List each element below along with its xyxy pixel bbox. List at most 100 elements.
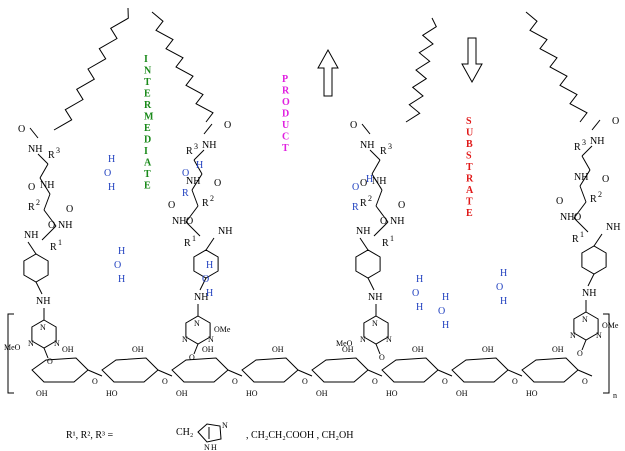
- water-h: H: [206, 260, 213, 271]
- water-h: H: [416, 274, 423, 285]
- alcohol-r: R: [182, 188, 189, 199]
- atom-label: N: [596, 331, 602, 340]
- alcohol-molecule: OHR: [182, 160, 203, 199]
- r-group-legend: R¹, R², R³ = CH₂ N N H , CH₂CH₂COOH , CH…: [66, 421, 353, 451]
- label-letter: P: [282, 74, 288, 85]
- bond-line: [227, 369, 243, 377]
- hydroxyl-label: OH: [132, 345, 144, 354]
- bond-line: [375, 343, 381, 355]
- atom-label: N: [372, 319, 378, 328]
- atom-label: NH: [194, 292, 208, 303]
- hydroxyl-label: OH: [316, 389, 328, 398]
- atom-label: O: [214, 178, 221, 189]
- bond-line: [43, 193, 51, 211]
- atom-label: O: [442, 377, 448, 386]
- bond-line: [593, 233, 603, 247]
- label-letter: T: [466, 162, 473, 173]
- bond-line: [39, 177, 51, 195]
- atom-label: NH: [202, 140, 216, 151]
- legend-other-groups: , CH₂CH₂COOH , CH₂OH: [246, 430, 353, 441]
- polymer-bracket-right: n: [603, 313, 617, 400]
- label-letter: M: [144, 112, 154, 123]
- imidazole-ring: N N H: [197, 421, 228, 451]
- glucose-ring: [171, 357, 229, 383]
- atom-label: NH: [390, 216, 404, 227]
- r2-label: R: [28, 202, 35, 213]
- label-letter: I: [144, 146, 148, 157]
- bond-line: [87, 369, 103, 377]
- bracket-subscript-n: n: [613, 391, 617, 400]
- atom-label: NH: [368, 292, 382, 303]
- alkyl-chain: [405, 17, 437, 123]
- label-letter: A: [466, 185, 474, 196]
- atom-label: NH: [28, 144, 42, 155]
- hydroxyl-label: HO: [246, 389, 258, 398]
- r3-label: R: [48, 150, 55, 161]
- atom-label: NH: [186, 176, 200, 187]
- label-letter: E: [144, 123, 151, 134]
- benzene-ring: [581, 245, 607, 275]
- bond-line: [371, 173, 383, 191]
- r3-label: R: [380, 146, 387, 157]
- bond-line: [581, 145, 593, 157]
- bond-line: [27, 241, 37, 255]
- label-letter: E: [144, 181, 151, 192]
- label-letter: B: [466, 139, 473, 150]
- water-h: H: [206, 288, 213, 299]
- r2-sup: 2: [36, 198, 40, 207]
- glucose-ring: [381, 357, 439, 383]
- bond-line: [205, 237, 215, 251]
- water-o: O: [438, 306, 445, 317]
- bond-line: [43, 209, 57, 227]
- label-letter: T: [144, 77, 151, 88]
- label-letter: E: [466, 208, 473, 219]
- label-letter: T: [144, 169, 151, 180]
- water-molecule: HOH: [202, 260, 213, 299]
- water-molecule: HOH: [412, 274, 423, 313]
- bond-line: [193, 343, 199, 355]
- atom-label: O: [577, 349, 583, 358]
- bond-line: [579, 169, 591, 187]
- bond-line: [193, 159, 203, 175]
- bond-line: [577, 369, 593, 377]
- water-h: H: [108, 154, 115, 165]
- alcohol-h: H: [366, 174, 373, 185]
- bond-line: [581, 155, 591, 171]
- water-h: H: [416, 302, 423, 313]
- atom-label: O: [350, 120, 357, 131]
- bond-line: [367, 369, 383, 377]
- water-o: O: [412, 288, 419, 299]
- bond-line: [29, 127, 39, 139]
- atom-label: O: [372, 377, 378, 386]
- glucose-ring: [31, 357, 89, 383]
- alcohol-o: O: [182, 168, 189, 179]
- atom-label: NH: [40, 180, 54, 191]
- glucose-ring: [451, 357, 509, 383]
- water-molecule: HOH: [104, 154, 115, 193]
- atom-label: O: [18, 124, 25, 135]
- atom-label: O: [92, 377, 98, 386]
- label-letter: U: [466, 128, 473, 139]
- r2-label: R: [360, 198, 367, 209]
- legend-imidazole-ch2: CH₂: [176, 427, 193, 438]
- atom-label: O: [582, 377, 588, 386]
- r2-sup: 2: [210, 194, 214, 203]
- atom-label: O: [232, 377, 238, 386]
- bond-line: [507, 369, 523, 377]
- atom-label: O: [380, 216, 387, 227]
- atom-label: O: [302, 377, 308, 386]
- bond-line: [573, 217, 589, 233]
- label-letter: R: [282, 86, 290, 97]
- imidazole-n-atom: N: [222, 421, 228, 430]
- glucose-ring: [521, 357, 579, 383]
- alkyl-chain: [525, 11, 588, 123]
- r2-label: R: [202, 198, 209, 209]
- atom-label: O: [168, 200, 175, 211]
- label-letter: S: [466, 151, 472, 162]
